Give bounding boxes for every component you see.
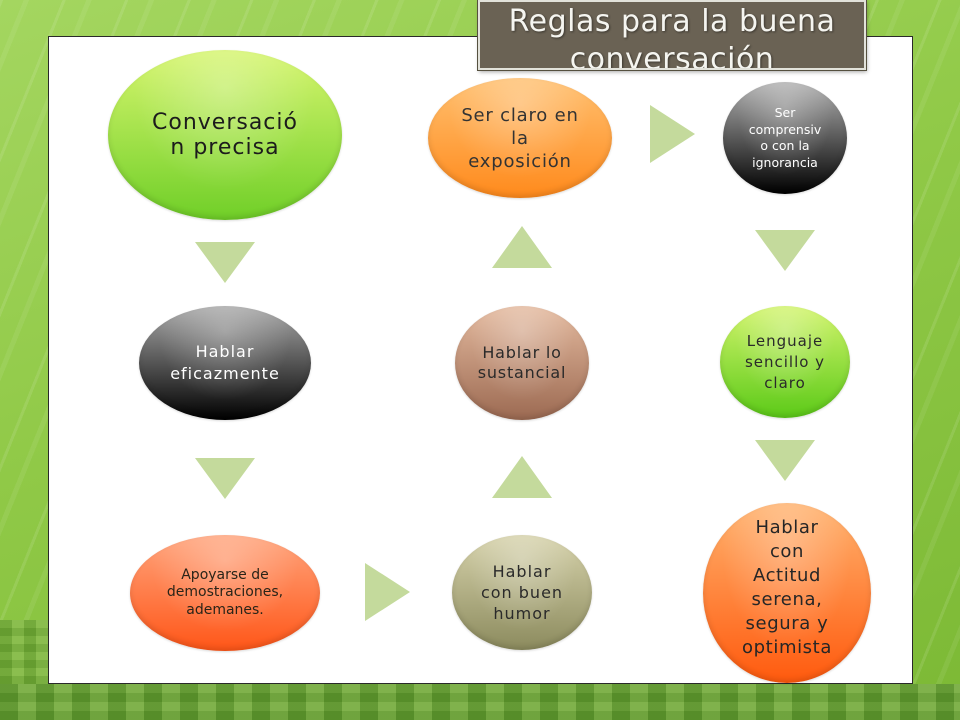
node-ser-claro-label: Ser claro en la exposición: [461, 104, 579, 172]
arrow-down-icon: [755, 440, 815, 481]
decorative-bottom-band: [0, 684, 960, 720]
arrow-up-icon: [492, 456, 552, 498]
arrow-right-icon: [365, 563, 410, 621]
node-hablar-buen-humor-label: Hablar con buen humor: [480, 562, 564, 623]
node-lenguaje-sencillo-label: Lenguaje sencillo y claro: [744, 331, 826, 392]
node-hablar-buen-humor: Hablar con buen humor: [452, 535, 592, 650]
slide-title: Reglas para la buena conversación: [508, 4, 836, 70]
arrow-down-icon: [195, 242, 255, 283]
node-ser-comprensivo: Ser comprensiv o con la ignorancia: [723, 82, 847, 194]
node-conversacion-precisa: Conversació n precisa: [108, 50, 342, 220]
node-ser-comprensivo-label: Ser comprensiv o con la ignorancia: [748, 105, 822, 170]
arrow-down-icon: [755, 230, 815, 271]
node-hablar-sustancial-label: Hablar lo sustancial: [477, 343, 567, 382]
node-conversacion-precisa-label: Conversació n precisa: [152, 110, 298, 160]
arrow-right-icon: [650, 105, 695, 163]
node-hablar-eficazmente: Hablar eficazmente: [139, 306, 311, 420]
node-apoyarse-demostraciones: Apoyarse de demostraciones, ademanes.: [130, 535, 320, 651]
node-lenguaje-sencillo: Lenguaje sencillo y claro: [720, 306, 850, 418]
node-hablar-sustancial: Hablar lo sustancial: [455, 306, 589, 420]
decorative-left-band: [0, 620, 48, 684]
arrow-down-icon: [195, 458, 255, 499]
node-hablar-eficazmente-label: Hablar eficazmente: [170, 342, 280, 383]
node-apoyarse-demostraciones-label: Apoyarse de demostraciones, ademanes.: [166, 566, 284, 618]
node-actitud-serena-label: Hablar con Actitud serena, segura y opti…: [742, 517, 832, 658]
arrow-up-icon: [492, 226, 552, 268]
node-actitud-serena: Hablar con Actitud serena, segura y opti…: [703, 503, 871, 683]
node-ser-claro: Ser claro en la exposición: [428, 78, 612, 198]
slide-title-box: Reglas para la buena conversación: [478, 0, 866, 70]
